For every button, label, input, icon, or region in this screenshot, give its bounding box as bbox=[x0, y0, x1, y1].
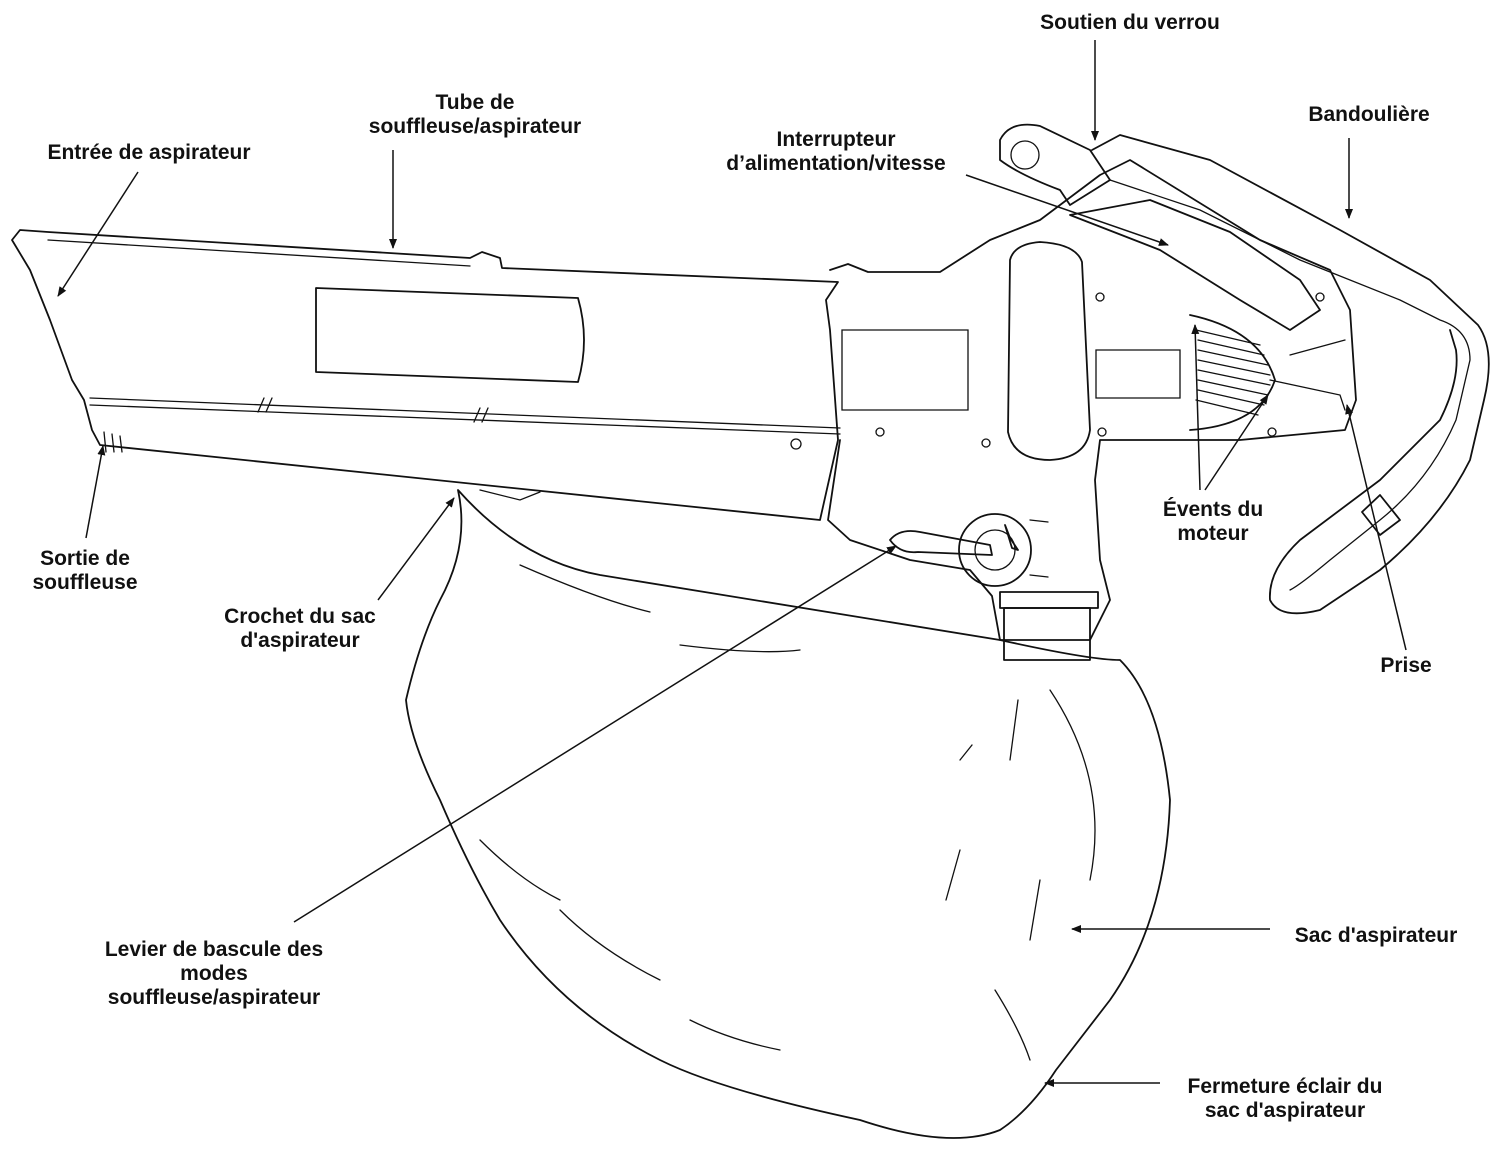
label-fermeture-line1: Fermeture éclair du bbox=[1187, 1075, 1383, 1098]
label-fermeture-eclair: Fermeture éclair du sac d'aspirateur bbox=[1160, 1075, 1410, 1123]
blower-tube bbox=[11, 229, 841, 521]
leader-entree bbox=[57, 171, 139, 297]
leader-levier bbox=[293, 545, 897, 923]
label-tube-line1: Tube de bbox=[435, 91, 515, 114]
label-sac-aspirateur: Sac d'aspirateur bbox=[1294, 924, 1458, 947]
shoulder-strap bbox=[1091, 134, 1490, 615]
label-fermeture-line2: sac d'aspirateur bbox=[1204, 1099, 1366, 1122]
label-events-line2: moteur bbox=[1177, 522, 1249, 545]
label-sortie-line2: souffleuse bbox=[32, 571, 138, 594]
label-levier-bascule: Levier de bascule des modes souffleuse/a… bbox=[78, 938, 350, 1010]
label-interrupteur: Interrupteur d’alimentation/vitesse bbox=[696, 128, 976, 176]
label-soutien-du-verrou: Soutien du verrou bbox=[1040, 11, 1220, 34]
leader-crochet bbox=[377, 497, 455, 601]
leader-sortie bbox=[85, 445, 106, 539]
vacuum-bag bbox=[405, 489, 1171, 1139]
leader-lines bbox=[57, 40, 1407, 1087]
label-bandouliere: Bandoulière bbox=[1308, 103, 1430, 126]
label-events-line1: Évents du bbox=[1162, 498, 1264, 521]
label-levier-line3: souffleuse/aspirateur bbox=[107, 986, 321, 1009]
label-events-moteur: Évents du moteur bbox=[1138, 498, 1288, 546]
leader-events-2 bbox=[1204, 394, 1269, 491]
label-crochet-sac: Crochet du sac d'aspirateur bbox=[200, 605, 400, 653]
label-sortie-souffleuse: Sortie de souffleuse bbox=[10, 547, 160, 595]
leader-interrupteur bbox=[965, 174, 1169, 246]
label-entree-aspirateur: Entrée de aspirateur bbox=[47, 141, 251, 164]
label-crochet-line2: d'aspirateur bbox=[240, 629, 360, 652]
label-interrupteur-line2: d’alimentation/vitesse bbox=[726, 152, 946, 175]
leader-events-1 bbox=[1191, 324, 1201, 491]
mode-dial bbox=[889, 513, 1049, 587]
label-sortie-line1: Sortie de bbox=[40, 547, 130, 570]
label-levier-line1: Levier de bascule des bbox=[104, 938, 324, 961]
label-interrupteur-line1: Interrupteur bbox=[776, 128, 896, 151]
label-tube: Tube de souffleuse/aspirateur bbox=[330, 91, 620, 139]
label-prise: Prise bbox=[1380, 654, 1432, 677]
label-levier-line2: modes bbox=[180, 962, 248, 985]
motor-housing bbox=[827, 123, 1357, 661]
label-crochet-line1: Crochet du sac bbox=[224, 605, 376, 628]
label-tube-line2: souffleuse/aspirateur bbox=[368, 115, 582, 138]
leader-prise bbox=[1345, 404, 1407, 651]
